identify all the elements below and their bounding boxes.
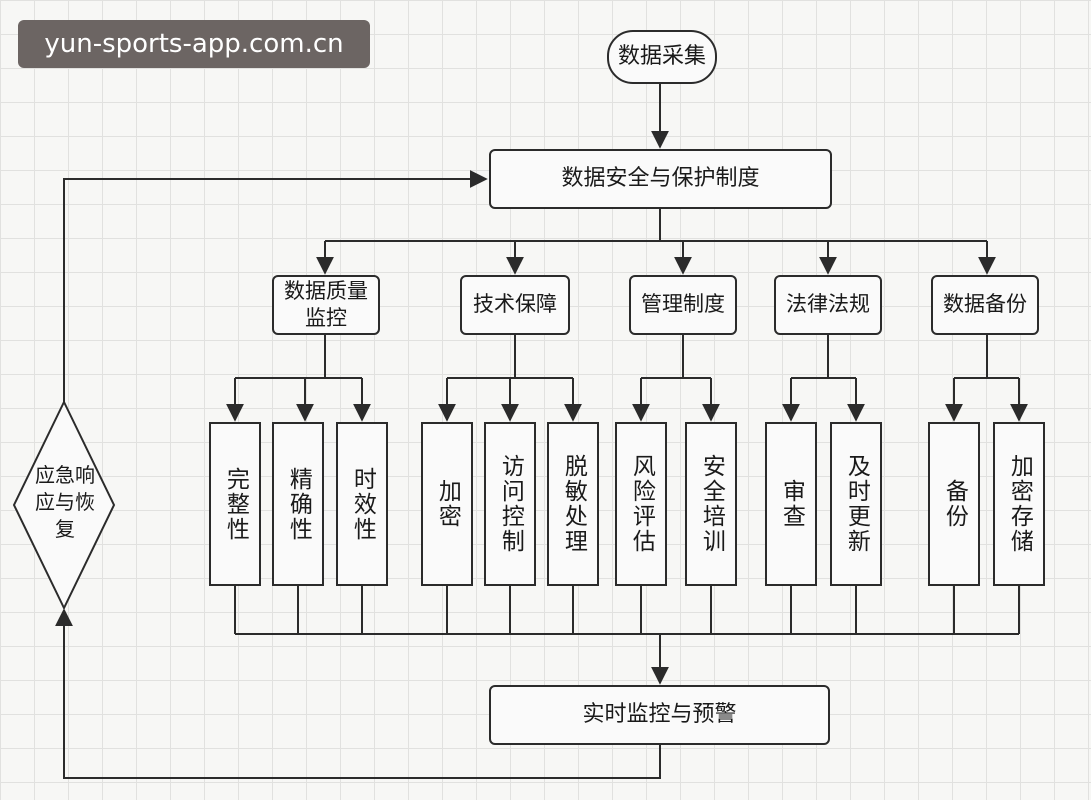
node-security-policy: 数据安全与保护制度: [489, 149, 832, 209]
leaf-accuracy: 精确性: [272, 422, 324, 586]
node-emergency-response: 应急响应与恢复: [35, 463, 95, 541]
emergency-diamond: [12, 399, 116, 611]
leaf-integrity: 完整性: [209, 422, 261, 586]
leaf-timeliness: 时效性: [336, 422, 388, 586]
leaf-timely-update: 及时更新: [830, 422, 882, 586]
leaf-audit: 审查: [765, 422, 817, 586]
node-data-backup-category: 数据备份: [931, 275, 1039, 335]
node-data-collection: 数据采集: [607, 30, 717, 84]
node-quality-monitoring: 数据质量监控: [272, 275, 380, 335]
watermark: yun-sports-app.com.cn: [18, 20, 370, 68]
leaf-backup: 备份: [928, 422, 980, 586]
node-management-system: 管理制度: [629, 275, 737, 335]
leaf-encryption: 加密: [421, 422, 473, 586]
node-technical-support: 技术保障: [460, 275, 570, 335]
node-laws-regulations: 法律法规: [774, 275, 882, 335]
leaf-encrypted-storage: 加密存储: [993, 422, 1045, 586]
leaf-access-control: 访问控制: [484, 422, 536, 586]
node-realtime-monitoring: 实时监控与预警: [489, 685, 830, 745]
arrow-monitoring-to-emergency: [55, 608, 661, 779]
leaf-risk-assessment: 风险评估: [615, 422, 667, 586]
leaf-desensitization: 脱敏处理: [547, 422, 599, 586]
leaf-security-training: 安全培训: [685, 422, 737, 586]
arrow-emergency-to-policy: [63, 170, 488, 402]
